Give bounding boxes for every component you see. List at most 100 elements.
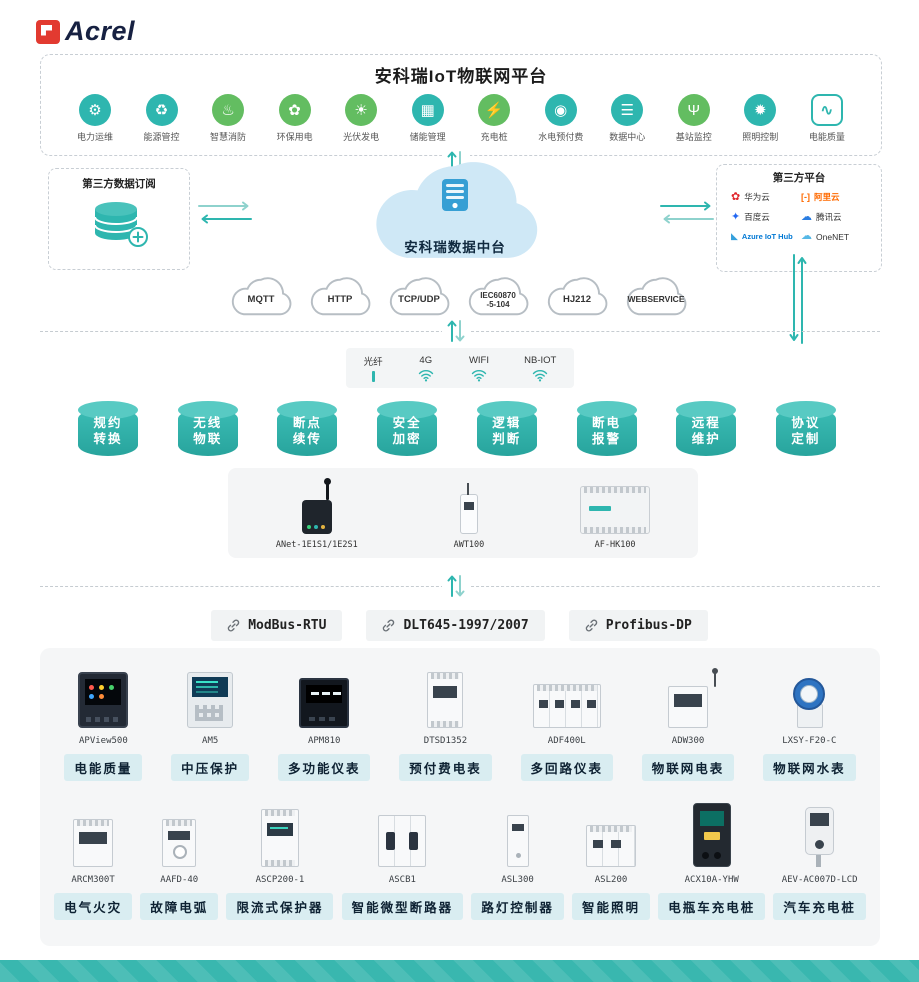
- provider-baidu-cloud: ✦百度云: [731, 211, 801, 223]
- device-category-badge: 中压保护: [171, 754, 250, 781]
- am5-image: [187, 672, 234, 728]
- link-icon: [585, 619, 597, 632]
- feature-encryption: 安全加密: [377, 401, 438, 456]
- protocol-label: HTTP: [327, 293, 353, 305]
- feature-label: 定制: [791, 432, 821, 447]
- data-middle-platform: 安科瑞数据中台: [348, 156, 562, 268]
- gateway-box: ANet-1E1S1/1E2S1 AWT100 AF-HK100: [228, 468, 698, 558]
- device-model: ADF400L: [547, 736, 586, 746]
- data-middle-platform-label: 安科瑞数据中台: [404, 240, 506, 255]
- power-quality-icon: ∿: [810, 94, 843, 126]
- app-label: 电能质量: [808, 132, 845, 142]
- provider-tencent-cloud: ☁腾讯云: [801, 211, 871, 223]
- conn-label: WIFI: [468, 354, 489, 366]
- acrel-logo-icon: [36, 19, 60, 44]
- sync-arrows-icon: [442, 572, 470, 600]
- cloud-outline-icon: [389, 277, 450, 316]
- link-icon: [383, 619, 395, 632]
- arcm300t-image: [73, 819, 114, 867]
- cloud-outline-icon: [547, 277, 608, 316]
- conn-nbiot: NB-IOT: [524, 355, 556, 382]
- alibaba-cloud-icon: [-]: [801, 191, 810, 202]
- tencent-cloud-icon: ☁: [801, 210, 812, 223]
- right-exchange-arrows-icon: [658, 200, 716, 231]
- conn-wifi: WIFI: [469, 355, 489, 382]
- app-label: 智慧消防: [210, 132, 247, 142]
- feature-label: 断点: [292, 416, 322, 430]
- protocol-cloud-row: MQTT HTTP TCP/UDP IEC60870-5-104 HJ212 W…: [222, 274, 692, 320]
- app-energy-mgmt: ♻ 能源管控: [130, 94, 194, 143]
- baidu-cloud-icon: ✦: [731, 210, 741, 223]
- subscription-title: 第三方数据订阅: [82, 178, 156, 190]
- azure-icon: ◣: [731, 231, 738, 241]
- gateway-model: AWT100: [453, 540, 485, 550]
- feature-label: 安全: [392, 416, 422, 430]
- footer-bar: [0, 960, 919, 982]
- cloud-outline-icon: [231, 277, 292, 316]
- provider-huawei-cloud: ✿华为云: [731, 191, 801, 203]
- feature-label: 物联: [193, 432, 223, 447]
- cloud-outline-icon: [626, 277, 687, 316]
- apview500-image: [78, 672, 129, 728]
- server-icon: [438, 178, 472, 221]
- gateway-afhk100: AF-HK100: [580, 478, 651, 550]
- feature-protocol-conversion: 规约转换: [78, 401, 138, 456]
- device-category-badge: 限流式保护器: [226, 893, 334, 920]
- onenet-cloud-icon: ☁: [801, 230, 812, 242]
- conn-fiber: 光纤: [364, 354, 383, 382]
- device-model: ACX10A-YHW: [684, 875, 739, 885]
- device-model: APView500: [78, 736, 128, 746]
- app-energy-storage: ▦储能管理: [396, 94, 460, 143]
- app-fire-safety: ♨智慧消防: [196, 94, 260, 143]
- huawei-cloud-icon: ✿: [731, 190, 741, 203]
- feature-label: 维护: [691, 432, 721, 447]
- charging-icon: ⚡: [478, 94, 511, 126]
- feature-outage-alarm: 断电报警: [576, 401, 637, 456]
- app-label: 电力运维: [76, 132, 113, 142]
- device-category-badge: 汽车充电桩: [773, 893, 866, 920]
- device-category-badge: 预付费电表: [399, 754, 492, 781]
- feature-label: 协议: [791, 416, 821, 430]
- device-category-badge: 电能质量: [64, 754, 143, 781]
- prepaid-icon: ◉: [544, 94, 577, 126]
- feature-remote-maintenance: 远程维护: [676, 401, 737, 456]
- storage-icon: ▦: [411, 94, 444, 126]
- app-label: 水电预付费: [538, 132, 584, 142]
- device-model: APM810: [307, 736, 341, 746]
- protocol-hj212: HJ212: [538, 274, 616, 320]
- third-party-platform-box: 第三方平台 ✿华为云 [-]阿里云 ✦百度云 ☁腾讯云 ◣Azure IoT H…: [716, 164, 882, 272]
- app-label: 能源管控: [143, 132, 180, 142]
- device-apview500: APView500 电能质量: [64, 668, 143, 781]
- app-power-ops: ⚙电力运维: [63, 94, 127, 143]
- provider-azure-iot-hub: ◣Azure IoT Hub: [731, 231, 801, 242]
- app-label: 光伏发电: [343, 132, 380, 142]
- device-category-badge: 多功能仪表: [277, 754, 371, 781]
- wifi-icon: [471, 369, 487, 381]
- aev-charger-image: [802, 807, 838, 867]
- feature-label: 转换: [93, 432, 123, 447]
- provider-onenet: ☁ OneNET: [801, 231, 871, 242]
- feature-wireless-iot: 无线物联: [177, 401, 238, 456]
- device-category-badge: 电气火灾: [54, 893, 133, 920]
- device-category-badge: 路灯控制器: [471, 893, 564, 920]
- energy-mgmt-icon: ♻: [145, 94, 178, 126]
- provider-name: OneNET: [816, 231, 850, 242]
- provider-name: 华为云: [744, 192, 770, 202]
- device-model: ASCB1: [388, 875, 416, 885]
- platform-app-row: ⚙电力运维 ♻能源管控 ♨智慧消防 ✿环保用电 ☀光伏发电 ▦储能管理 ⚡充电桩…: [41, 87, 881, 143]
- app-label: 照明控制: [742, 132, 779, 142]
- gateway-model: AF-HK100: [594, 540, 636, 550]
- feature-label: 逻辑: [492, 416, 522, 430]
- app-label: 基站监控: [675, 132, 712, 142]
- dtsd1352-image: [427, 672, 464, 728]
